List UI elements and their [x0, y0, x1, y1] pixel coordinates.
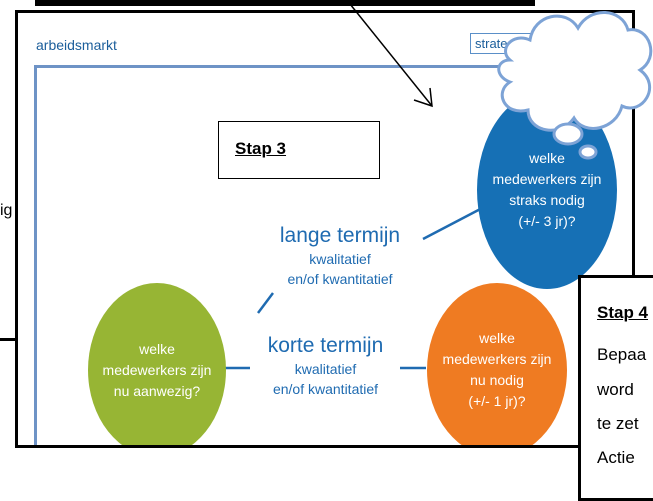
cut-off-text: ig: [0, 202, 13, 219]
brand-label: arbeidsmarkt: [36, 37, 117, 53]
green-line-2: medewerkers zijn: [102, 361, 212, 378]
circle-nu-nodig: welke medewerkers zijn nu nodig (+/- 1 j…: [427, 283, 567, 445]
orange-line-4: (+/- 1 jr)?: [468, 393, 526, 409]
stap4-line-2: word: [597, 380, 634, 399]
line-long-to-green: [257, 292, 274, 314]
stap4-label: Stap 4: [597, 303, 649, 322]
green-line-3: nu aanwezig?: [113, 382, 201, 399]
term-long-line2: en/of kwantitatief: [287, 271, 393, 287]
orange-line-1: welke: [479, 330, 515, 346]
term-long-title: lange termijn: [279, 224, 401, 247]
term-short-line2: en/of kwantitatief: [272, 381, 379, 397]
pointer-arrow: [349, 3, 433, 108]
stap3-box: Stap 3: [218, 121, 380, 179]
circle-nu-aanwezig: welke medewerkers zijn nu aanwezig?: [88, 283, 226, 445]
term-short: korte termijn kwalitatief en/of kwantita…: [248, 333, 403, 399]
term-long: lange termijn kwalitatief en/of kwantita…: [260, 223, 420, 289]
top-border: [35, 0, 535, 6]
stap4-box: Stap 4 Bepaa word te zet Actie: [578, 275, 653, 501]
left-page-strip: [0, 0, 18, 470]
blue-line-4: (+/- 3 jr)?: [518, 213, 576, 229]
term-short-title: korte termijn: [267, 334, 384, 357]
stap4-line-4: Actie: [597, 448, 635, 467]
blue-line-2: medewerkers zijn: [492, 171, 602, 187]
orange-line-3: nu nodig: [470, 372, 524, 388]
inner-frame: [34, 65, 632, 445]
green-line-1: welke: [139, 340, 175, 357]
stap3-label: Stap 3: [235, 139, 287, 158]
line-long-to-blue: [422, 203, 489, 241]
term-long-line1: kwalitatief: [309, 251, 371, 267]
blue-line-1: welke: [529, 150, 565, 166]
connector-lines: [214, 203, 489, 370]
orange-line-2: medewerkers zijn: [442, 351, 552, 367]
stap4-line-1: Bepaa: [597, 345, 647, 364]
term-short-line1: kwalitatief: [294, 361, 357, 377]
blue-line-3: straks nodig: [509, 192, 585, 208]
thought-cloud-icon: [497, 11, 653, 160]
stap4-line-3: te zet: [597, 414, 639, 433]
